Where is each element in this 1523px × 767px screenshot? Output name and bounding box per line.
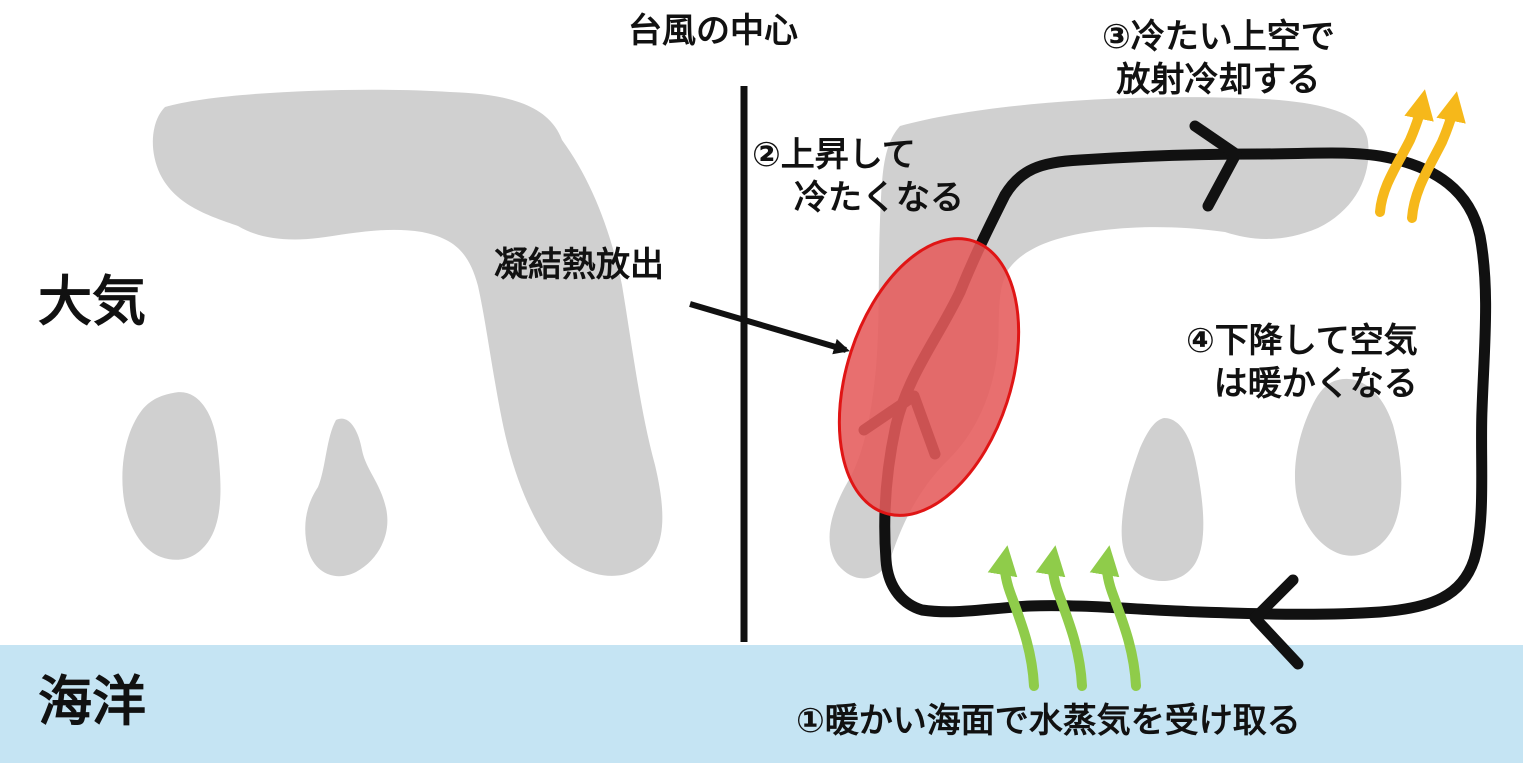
radiation-arrow-1-icon	[1375, 89, 1434, 217]
step-3-label: ③冷たい上空で 放射冷却する	[1102, 16, 1335, 101]
step-2-line-2: 冷たくなる	[794, 177, 964, 218]
step-4-line-2: は暖かくなる	[1213, 363, 1418, 404]
ocean-label: 海洋	[38, 670, 146, 733]
step-3-line-2: 放射冷却する	[1116, 59, 1321, 100]
right-arch-cloud	[829, 97, 1369, 579]
condensation-release-label: 凝結熱放出	[494, 245, 664, 285]
left-arch-cloud	[152, 89, 663, 576]
moisture-arrow-3-icon	[1089, 545, 1141, 691]
bottom-direction-arrow-icon	[1249, 574, 1304, 670]
release-pointer-arrow-icon	[689, 301, 850, 355]
condensation-zone	[837, 237, 1021, 517]
ocean-area	[0, 645, 1523, 763]
atmosphere-label: 大気	[38, 270, 146, 333]
right-small-cloud-2	[1294, 378, 1402, 556]
step-3-line-1: ③冷たい上空で	[1102, 17, 1335, 57]
radiation-arrow-2-icon	[1407, 91, 1466, 223]
radiation-arrows	[1375, 89, 1466, 223]
step-2-label: ②上昇して 冷たくなる	[752, 134, 964, 219]
step-2-line-1: ②上昇して	[752, 135, 916, 175]
moisture-arrow-2-icon	[1035, 545, 1087, 691]
step-1-label: ①暖かい海面で水蒸気を受け取る	[796, 701, 1301, 741]
typhoon-center-title: 台風の中心	[628, 11, 798, 51]
left-small-cloud-2	[305, 418, 388, 577]
moisture-arrows	[987, 545, 1141, 691]
step-4-label: ④下降して空気 は暖かくなる	[1186, 320, 1418, 405]
right-small-cloud-1	[1121, 418, 1204, 582]
top-direction-arrow-icon	[1189, 120, 1242, 212]
left-small-cloud-1	[122, 392, 221, 560]
step-4-line-1: ④下降して空気	[1186, 321, 1418, 361]
left-clouds	[122, 89, 663, 577]
right-clouds	[829, 97, 1402, 582]
moisture-arrow-1-icon	[987, 545, 1039, 691]
